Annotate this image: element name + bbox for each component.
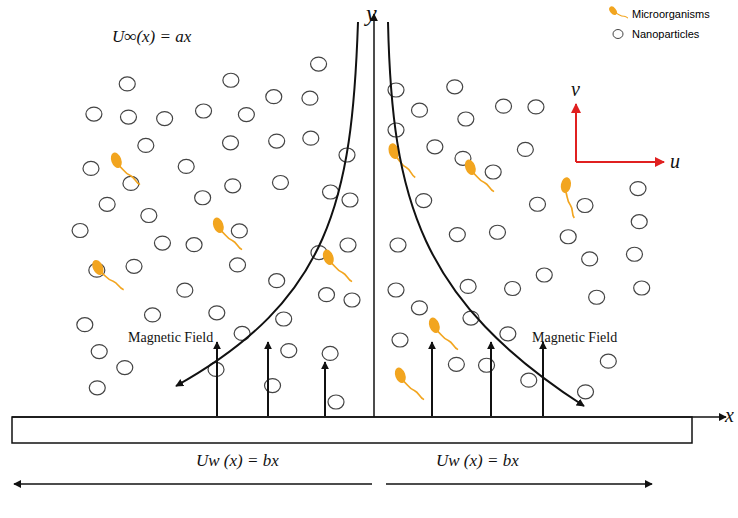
y-axis [373, 14, 375, 417]
magnetic-field-arrows [217, 342, 543, 416]
nanoparticle-icon [608, 25, 628, 43]
legend-text: Microorganisms [632, 8, 710, 20]
legend-row: Microorganisms [608, 4, 710, 24]
microorganisms [90, 140, 581, 406]
legend-row: Nanoparticles [608, 24, 710, 44]
flow-label: Magnetic Field [532, 330, 617, 345]
streamline [388, 22, 584, 406]
x-axis [12, 416, 726, 418]
sheet-velocity-arrow [386, 483, 652, 485]
axis-label: x [725, 404, 734, 426]
flow-label: U∞(x) = ax [112, 28, 191, 47]
flow-label: Magnetic Field [128, 330, 213, 345]
velocity-label: Uw (x) = bx [196, 452, 279, 471]
u-component-arrow [576, 161, 664, 163]
microorganism-icon [608, 5, 628, 23]
axis-label: y [366, 0, 377, 26]
sheet-velocity-arrow [14, 483, 372, 485]
legend: MicroorganismsNanoparticles [608, 4, 710, 44]
stretching-sheet [12, 417, 692, 443]
velocity-label: Uw (x) = bx [436, 452, 519, 471]
nanoparticles [72, 57, 650, 409]
legend-text: Nanoparticles [632, 28, 699, 40]
flow-label: u [670, 150, 680, 172]
v-component-arrow [575, 104, 577, 162]
flow-label: v [571, 78, 580, 100]
